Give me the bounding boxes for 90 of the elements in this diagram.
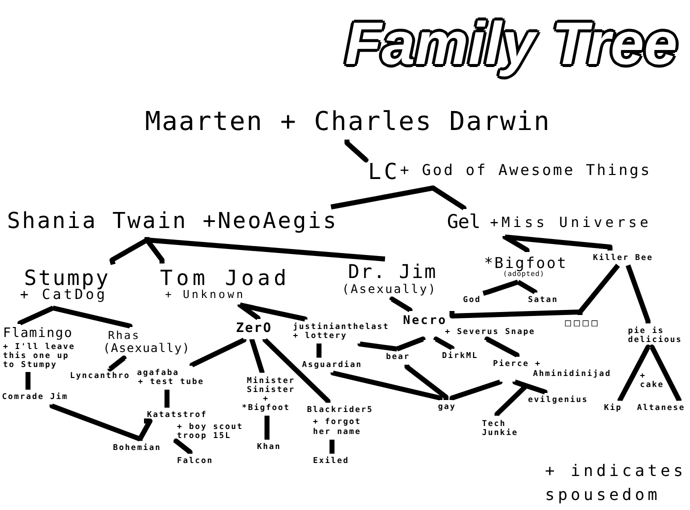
- family-line: [482, 280, 519, 296]
- spouse-name: + test tube: [138, 378, 204, 386]
- family-line: [18, 306, 56, 326]
- person-name: evilgenius: [528, 396, 588, 405]
- person-name: DirkML: [442, 352, 478, 360]
- spouse-name: + lottery: [293, 332, 348, 340]
- person-name: Bohemian: [113, 444, 162, 452]
- family-line: [512, 380, 548, 394]
- person-name: Altanese: [637, 404, 686, 412]
- person-name: Pierce +: [493, 360, 542, 368]
- person-name: God: [463, 296, 482, 304]
- family-line: [430, 186, 466, 210]
- person-name: gay: [438, 403, 456, 412]
- person-name: *Bigfoot: [484, 255, 568, 272]
- person-name: Gel: [447, 212, 480, 233]
- spouse-name: + Unknown: [165, 289, 246, 302]
- person-name: bear: [386, 353, 410, 362]
- family-line: [50, 404, 142, 442]
- note-text: (Asexually): [342, 283, 437, 296]
- family-line: [164, 390, 170, 410]
- person-name: justinianthelast: [293, 322, 390, 332]
- family-line: [138, 418, 152, 442]
- family-line: [404, 364, 448, 400]
- family-line: [50, 306, 132, 328]
- family-line: [494, 380, 528, 416]
- person-name: Killer Bee: [593, 254, 654, 262]
- family-line: [450, 380, 502, 400]
- spouse-name: + CatDog: [20, 288, 108, 304]
- spouse-note: + cake: [640, 371, 665, 389]
- family-line: [516, 280, 538, 294]
- family-line: [108, 356, 126, 372]
- family-line: [502, 234, 612, 250]
- spouse-name: + *Bigfoot: [240, 394, 292, 412]
- person-name: Khan: [257, 442, 282, 452]
- person-name: Stumpy: [24, 266, 110, 290]
- couple-names: Maarten + Charles Darwin: [145, 108, 551, 137]
- family-line: [110, 237, 150, 265]
- spouse-name: Ahminidinijad: [533, 370, 612, 378]
- couple-names: Shania Twain +NeoAegis: [7, 210, 338, 234]
- family-line: [26, 372, 30, 392]
- person-name: Falcon: [177, 456, 214, 466]
- spouse-name: + forgot her name: [313, 416, 362, 437]
- person-name: Katatstrof: [147, 410, 208, 420]
- family-line: [174, 438, 192, 454]
- family-line: [144, 237, 386, 262]
- person-name: Satan: [528, 296, 558, 304]
- person-name: Necro: [403, 314, 448, 328]
- person-name: Kip: [604, 404, 622, 412]
- person-name: Tom Joad: [160, 266, 290, 290]
- person-name: Dr. Jim: [348, 262, 438, 283]
- person-name: Rhas: [108, 330, 140, 342]
- note-text: (Asexually): [103, 342, 190, 356]
- family-line: [390, 296, 412, 312]
- person-name: Minister Sinister: [246, 376, 296, 394]
- person-name: Comrade Jim: [2, 392, 68, 402]
- family-line: [264, 414, 270, 442]
- family-line: [626, 264, 650, 324]
- family-line: [250, 338, 264, 374]
- family-line: [618, 344, 650, 402]
- person-name: Blackrider5: [307, 406, 374, 414]
- family-line: [344, 140, 368, 162]
- family-line: [434, 336, 454, 350]
- person-name: Tech Junkie: [482, 418, 522, 437]
- spouse-name: + God of Awesome Things: [400, 162, 652, 178]
- legend-note: + indicates spousedom: [545, 460, 688, 506]
- person-name: Flamingo: [3, 327, 73, 342]
- family-line: [238, 302, 308, 322]
- person-name: □□□□: [565, 318, 600, 329]
- person-name: pie is delicious: [628, 326, 684, 344]
- spouse-name: + I'll leave this one up to Stumpy: [3, 342, 76, 369]
- person-name: agafaba: [137, 368, 180, 378]
- family-line: [484, 336, 520, 358]
- person-name: LC: [368, 161, 400, 186]
- family-line: [330, 438, 334, 456]
- family-line: [394, 336, 426, 352]
- person-name: Asguardian: [302, 360, 362, 370]
- family-line: [358, 341, 400, 352]
- family-line: [650, 344, 682, 402]
- spouse-name: + boy scout troop 15L: [177, 422, 244, 440]
- person-name: Lyncanthro: [70, 372, 130, 380]
- family-line: [262, 338, 330, 404]
- family-line: [190, 338, 246, 368]
- person-name: ZerO: [236, 322, 272, 336]
- family-line: [330, 370, 442, 400]
- spouse-name: + Severus Snape: [445, 328, 536, 336]
- spouse-name: +Miss Universe: [490, 216, 652, 232]
- family-line: [316, 342, 322, 360]
- title: Family Tree: [342, 11, 680, 77]
- person-name: Exiled: [313, 456, 350, 466]
- family-line: [578, 264, 620, 315]
